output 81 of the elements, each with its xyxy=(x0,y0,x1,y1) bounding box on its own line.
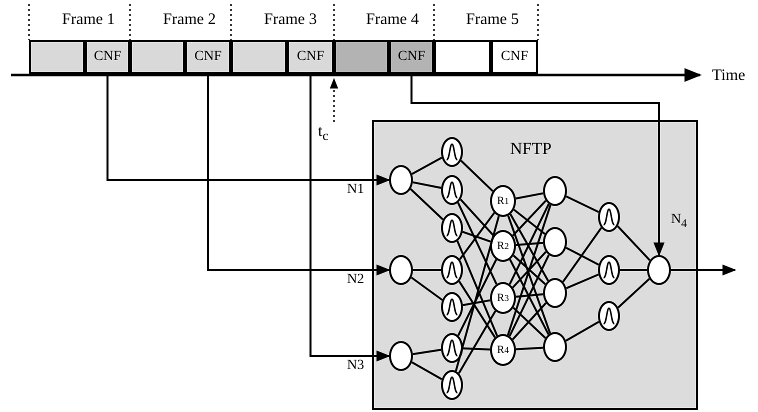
axis-label: Time xyxy=(712,68,746,84)
connector-line xyxy=(410,276,443,301)
membership-node xyxy=(598,255,620,285)
connector-line xyxy=(516,242,544,246)
connector-line xyxy=(516,293,544,298)
arrow xyxy=(106,74,390,186)
connector-line xyxy=(412,156,442,175)
connector-line xyxy=(566,196,600,213)
neuron-node xyxy=(543,176,567,206)
connector-line xyxy=(462,230,491,243)
arrow xyxy=(207,74,390,276)
connector-line xyxy=(566,274,599,290)
membership-node xyxy=(441,175,463,205)
edge-label: N1 xyxy=(347,183,364,197)
timeline-segment: CNF xyxy=(185,40,231,74)
edge-label: N3 xyxy=(347,359,364,373)
membership-node xyxy=(441,137,463,167)
timeline-segment xyxy=(334,40,389,74)
neuron-node xyxy=(389,165,413,195)
connector-line xyxy=(460,160,494,192)
frame-label: Frame 5 xyxy=(466,12,519,28)
timeline-segment xyxy=(434,40,491,74)
connector-line xyxy=(457,202,498,285)
panel-title: NFTP xyxy=(510,140,552,157)
membership-node xyxy=(441,255,463,285)
membership-node xyxy=(598,301,620,331)
timeline-segment xyxy=(231,40,287,74)
connector-line xyxy=(457,259,498,336)
timeline-segment: CNF xyxy=(85,40,130,74)
time-marker-label: t$_{c}$ xyxy=(318,124,328,143)
neuron-node xyxy=(389,341,413,371)
membership-node xyxy=(441,370,463,400)
connector-line xyxy=(412,348,442,356)
membership-node xyxy=(441,333,463,363)
neuron-node xyxy=(543,227,567,257)
connector-line xyxy=(562,227,602,282)
connector-line xyxy=(459,212,496,260)
neuron-node xyxy=(543,332,567,362)
membership-node xyxy=(441,213,463,243)
connector-line xyxy=(510,214,549,282)
timeline-segment xyxy=(29,40,85,74)
arrow xyxy=(410,74,665,256)
connector-line xyxy=(460,198,494,236)
timeline-segment xyxy=(130,40,185,74)
connector-line xyxy=(516,192,544,200)
frame-label: Frame 3 xyxy=(264,12,317,28)
membership-node xyxy=(441,292,463,322)
connector-line xyxy=(462,299,490,306)
connector-line xyxy=(458,310,496,374)
connector-line xyxy=(454,216,500,372)
connector-line xyxy=(620,269,647,271)
neuron-node xyxy=(543,278,567,308)
neuron-node xyxy=(389,255,413,285)
connector-line xyxy=(462,347,490,350)
connector-line xyxy=(617,278,650,308)
network-panel xyxy=(372,120,698,410)
timeline-segment: CNF xyxy=(287,40,334,74)
connector-line xyxy=(512,200,547,236)
edge-label: N2 xyxy=(347,273,364,287)
frame-label: Frame 1 xyxy=(62,12,115,28)
connector-line xyxy=(413,269,441,271)
arrow xyxy=(310,74,390,362)
edge-label: N$_{4}$ xyxy=(671,213,687,230)
connector-line xyxy=(456,240,498,336)
frame-label: Frame 4 xyxy=(366,12,419,28)
connector-line xyxy=(516,346,544,350)
arrow xyxy=(671,264,736,276)
connector-line xyxy=(565,320,600,342)
connector-line xyxy=(458,280,496,338)
frame-label: Frame 2 xyxy=(163,12,216,28)
neuron-node xyxy=(647,255,671,285)
connector-line xyxy=(411,361,442,380)
connector-line xyxy=(566,246,600,266)
timeline-segment: CNF xyxy=(389,40,434,74)
connector-line xyxy=(508,203,550,285)
timeline-segment: CNF xyxy=(491,40,538,74)
connector-line xyxy=(616,226,651,261)
connector-line xyxy=(412,181,442,189)
connector-line xyxy=(410,188,444,220)
membership-node xyxy=(598,202,620,232)
connector-line xyxy=(513,208,546,235)
